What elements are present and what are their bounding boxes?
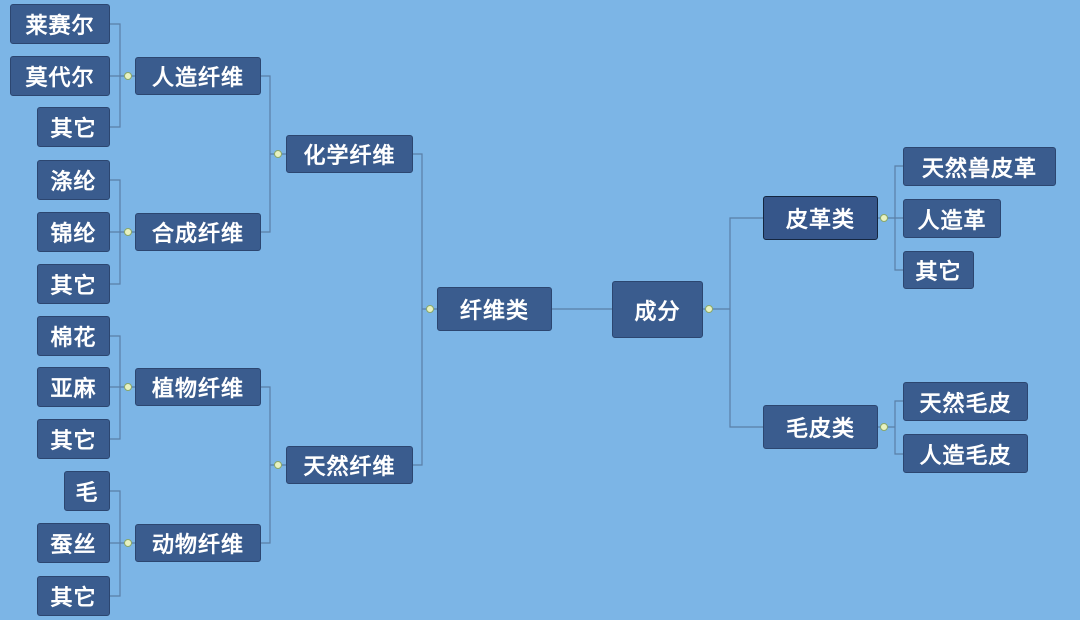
leaf-node-artificial-leather[interactable]: 人造革 bbox=[903, 199, 1001, 238]
node-fur-category[interactable]: 毛皮类 bbox=[763, 405, 878, 449]
connector-dot bbox=[124, 383, 132, 391]
leaf-node-other[interactable]: 其它 bbox=[37, 107, 110, 147]
node-root-composition[interactable]: 成分 bbox=[612, 281, 703, 338]
connector-dot bbox=[124, 72, 132, 80]
connector-dot bbox=[274, 150, 282, 158]
connector-dot bbox=[426, 305, 434, 313]
leaf-node-other[interactable]: 其它 bbox=[37, 576, 110, 616]
connector-dot bbox=[705, 305, 713, 313]
connector-dot bbox=[880, 423, 888, 431]
connector-dot bbox=[880, 214, 888, 222]
node-chemical-fiber[interactable]: 化学纤维 bbox=[286, 135, 413, 173]
connector-dot bbox=[274, 461, 282, 469]
leaf-node-natural-fur[interactable]: 天然毛皮 bbox=[903, 382, 1028, 421]
node-animal-fiber[interactable]: 动物纤维 bbox=[135, 524, 261, 562]
leaf-node-silk[interactable]: 蚕丝 bbox=[37, 523, 110, 563]
leaf-node-lyocell[interactable]: 莱赛尔 bbox=[10, 4, 110, 44]
node-man-made-fiber[interactable]: 人造纤维 bbox=[135, 57, 261, 95]
leaf-node-other[interactable]: 其它 bbox=[37, 419, 110, 459]
leaf-node-linen[interactable]: 亚麻 bbox=[37, 367, 110, 407]
connector-dot bbox=[124, 228, 132, 236]
node-plant-fiber[interactable]: 植物纤维 bbox=[135, 368, 261, 406]
leaf-node-polyester[interactable]: 涤纶 bbox=[37, 160, 110, 200]
node-synthetic-fiber[interactable]: 合成纤维 bbox=[135, 213, 261, 251]
leaf-node-modal[interactable]: 莫代尔 bbox=[10, 56, 110, 96]
leaf-node-nylon[interactable]: 锦纶 bbox=[37, 212, 110, 252]
leaf-node-artificial-fur[interactable]: 人造毛皮 bbox=[903, 434, 1028, 473]
leaf-node-other[interactable]: 其它 bbox=[37, 264, 110, 304]
leaf-node-wool[interactable]: 毛 bbox=[64, 471, 110, 511]
node-leather-category[interactable]: 皮革类 bbox=[763, 196, 878, 240]
leaf-node-cotton[interactable]: 棉花 bbox=[37, 316, 110, 356]
node-fiber-category[interactable]: 纤维类 bbox=[437, 287, 552, 331]
node-natural-fiber[interactable]: 天然纤维 bbox=[286, 446, 413, 484]
leaf-node-other[interactable]: 其它 bbox=[903, 251, 974, 289]
leaf-node-natural-leather[interactable]: 天然兽皮革 bbox=[903, 147, 1056, 186]
connector-dot bbox=[124, 539, 132, 547]
